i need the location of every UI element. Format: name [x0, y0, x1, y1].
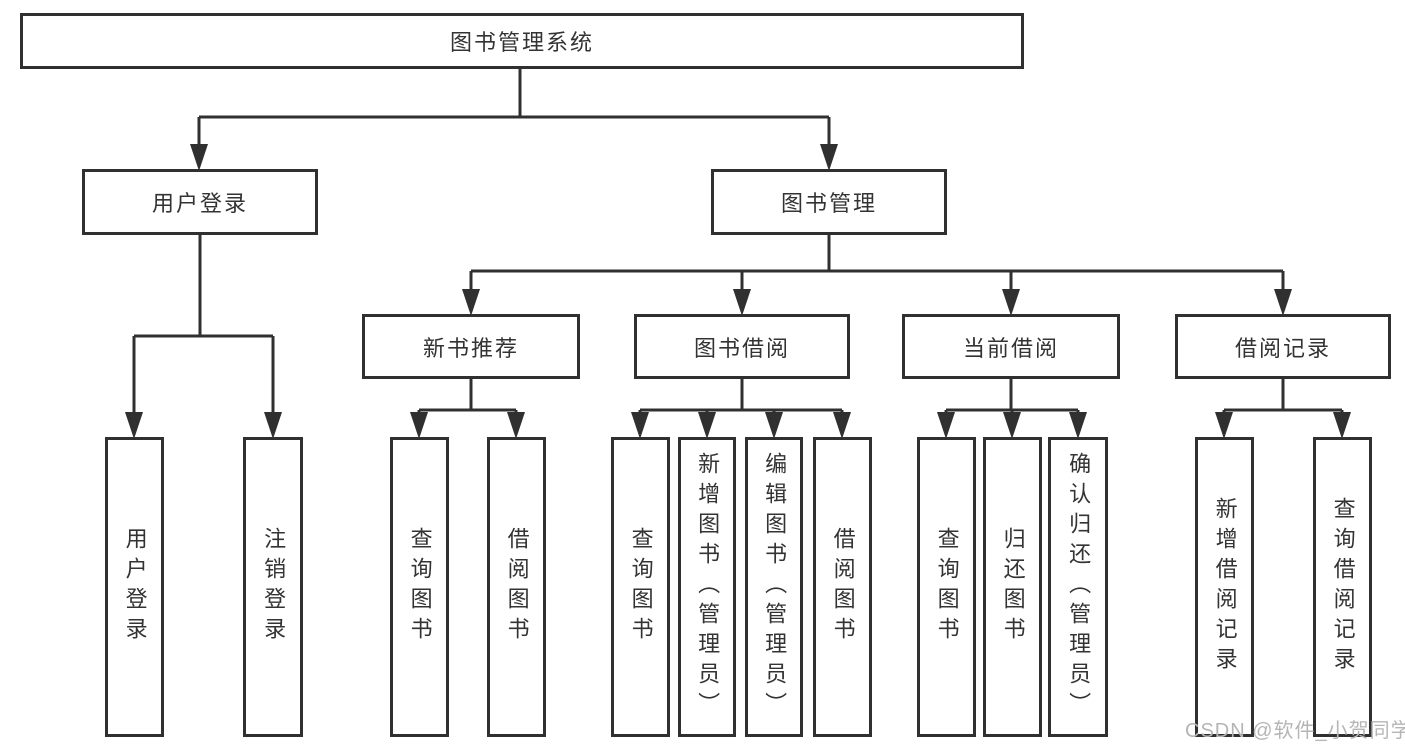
arrow-down-icon — [631, 412, 649, 439]
node-label: 借阅图书 — [504, 527, 530, 647]
node-label: 用户登录 — [122, 527, 148, 647]
node-new-book-recommend: 新书推荐 — [362, 314, 580, 379]
leaf-logout: 注销登录 — [243, 437, 303, 737]
node-label: 用户登录 — [151, 191, 248, 216]
node-label: 查询借阅记录 — [1330, 497, 1356, 677]
node-book-borrow: 图书借阅 — [634, 314, 850, 379]
node-label: 归还图书 — [1000, 527, 1026, 647]
arrow-down-icon — [937, 412, 955, 439]
arrow-down-icon — [820, 144, 838, 171]
arrow-down-icon — [462, 289, 480, 316]
leaf-add-books-admin: 新增图书（管理员） — [678, 437, 736, 737]
arrow-down-icon — [190, 144, 208, 171]
leaf-return-books: 归还图书 — [983, 437, 1042, 737]
node-label: 新增图书（管理员） — [695, 452, 721, 722]
node-label: 图书借阅 — [693, 335, 790, 361]
node-label: 当前借阅 — [962, 335, 1059, 361]
arrow-down-icon — [410, 412, 428, 439]
node-label: 注销登录 — [261, 527, 287, 647]
leaf-query-books-current: 查询图书 — [917, 437, 976, 737]
leaf-query-books-borrow: 查询图书 — [611, 437, 670, 737]
node-label: 借阅图书 — [830, 527, 856, 647]
node-label: 新书推荐 — [422, 335, 519, 361]
node-label: 新增借阅记录 — [1212, 497, 1238, 677]
node-user-login: 用户登录 — [82, 169, 318, 235]
leaf-edit-books-admin: 编辑图书（管理员） — [745, 437, 803, 737]
node-current-borrow: 当前借阅 — [902, 314, 1120, 379]
leaf-confirm-return-admin: 确认归还（管理员） — [1048, 437, 1108, 737]
node-book-management: 图书管理 — [711, 169, 947, 235]
arrow-down-icon — [1274, 289, 1292, 316]
node-label: 查询图书 — [934, 527, 960, 647]
node-borrow-records: 借阅记录 — [1175, 314, 1391, 379]
node-label: 借阅记录 — [1234, 335, 1331, 361]
arrow-down-icon — [765, 412, 783, 439]
arrow-down-icon — [507, 412, 525, 439]
leaf-query-borrow-record: 查询借阅记录 — [1313, 437, 1372, 737]
arrow-down-icon — [1069, 412, 1087, 439]
node-label: 图书管理系统 — [449, 30, 594, 55]
arrow-down-icon — [264, 412, 282, 439]
arrow-down-icon — [833, 412, 851, 439]
leaf-user-login: 用户登录 — [105, 437, 164, 737]
leaf-borrow-books: 借阅图书 — [813, 437, 872, 737]
leaf-query-books-recommend: 查询图书 — [390, 437, 449, 737]
leaf-borrow-books-recommend: 借阅图书 — [487, 437, 546, 737]
node-root-library-system: 图书管理系统 — [20, 13, 1024, 69]
node-label: 查询图书 — [407, 527, 433, 647]
arrow-down-icon — [698, 412, 716, 439]
node-label: 编辑图书（管理员） — [762, 452, 788, 722]
arrow-down-icon — [1215, 412, 1233, 439]
arrow-down-icon — [125, 412, 143, 439]
arrowheads — [125, 144, 1351, 439]
arrow-down-icon — [733, 289, 751, 316]
node-label: 确认归还（管理员） — [1066, 452, 1092, 722]
leaf-add-borrow-record: 新增借阅记录 — [1195, 437, 1254, 737]
node-label: 图书管理 — [780, 191, 877, 216]
arrow-down-icon — [1002, 289, 1020, 316]
csdn-watermark: CSDN @软件_小贺同学 — [1185, 720, 1405, 742]
arrow-down-icon — [1333, 412, 1351, 439]
arrow-down-icon — [1003, 412, 1021, 439]
node-label: 查询图书 — [628, 527, 654, 647]
